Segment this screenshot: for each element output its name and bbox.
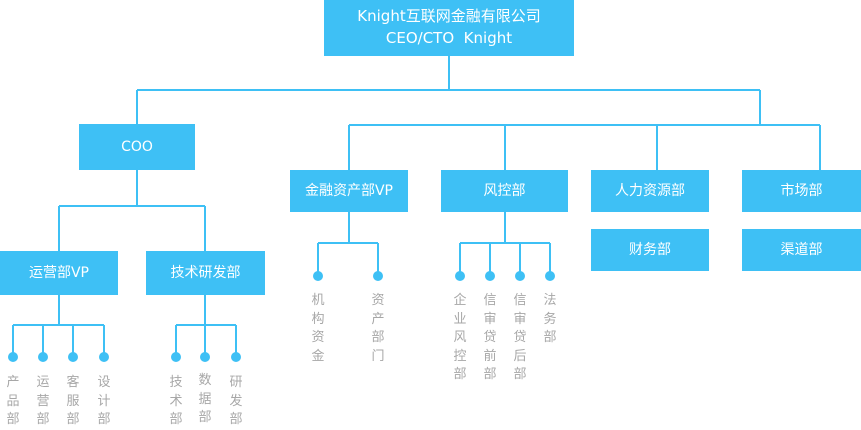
- node-dot: [38, 352, 48, 362]
- company-name: Knight互联网金融有限公司: [357, 7, 541, 26]
- leaf-post-loan-review-dept: 信审贷后部: [513, 293, 527, 382]
- leaf-enterprise-risk-dept: 企业风控部: [453, 293, 467, 382]
- leaf-legal-dept: 法务部: [543, 293, 557, 345]
- channel-box: 渠道部: [742, 229, 861, 271]
- coo-label: COO: [121, 138, 153, 155]
- leaf-data-dept: 数据部: [198, 373, 212, 425]
- ops-vp-label: 运营部VP: [28, 264, 90, 281]
- node-dot: [313, 271, 323, 281]
- ceo-cto-label: CEO/CTO Knight: [385, 29, 513, 47]
- node-dot: [8, 352, 18, 362]
- node-dot: [485, 271, 495, 281]
- finance-dept-box: 财务部: [591, 229, 709, 271]
- tech-dev-box: 技术研发部: [146, 251, 265, 295]
- node-dot: [231, 352, 241, 362]
- node-dot: [68, 352, 78, 362]
- leaf-rnd-dept: 研发部: [229, 375, 243, 427]
- finance-vp-label: 金融资产部VP: [304, 182, 394, 199]
- coo-box: COO: [79, 124, 195, 170]
- leaf-institution-funds: 机构资金: [311, 293, 325, 364]
- risk-control-label: 风控部: [483, 182, 526, 199]
- finance-dept-label: 财务部: [629, 241, 671, 258]
- tech-dev-label: 技术研发部: [170, 264, 241, 281]
- leaf-product-dept: 产品部: [6, 375, 20, 427]
- ops-vp-box: 运营部VP: [0, 251, 118, 295]
- leaf-operations-dept: 运营部: [36, 375, 50, 427]
- channel-label: 渠道部: [780, 241, 823, 258]
- risk-control-box: 风控部: [441, 170, 568, 212]
- node-dot: [171, 352, 181, 362]
- node-dot: [373, 271, 383, 281]
- finance-vp-box: 金融资产部VP: [290, 170, 408, 212]
- leaf-design-dept: 设计部: [97, 375, 111, 427]
- node-dot: [455, 271, 465, 281]
- market-label: 市场部: [780, 182, 823, 199]
- hr-label: 人力资源部: [615, 182, 685, 199]
- leaf-tech-dept: 技术部: [169, 375, 183, 427]
- node-dot: [99, 352, 109, 362]
- leaf-pre-loan-review-dept: 信审贷前部: [483, 293, 497, 382]
- leaf-assets-dept: 资产部门: [371, 293, 385, 364]
- node-dot: [545, 271, 555, 281]
- root-company-box: Knight互联网金融有限公司 CEO/CTO Knight: [324, 0, 574, 56]
- leaf-customer-service-dept: 客服部: [66, 375, 80, 427]
- node-dot: [515, 271, 525, 281]
- market-box: 市场部: [742, 170, 861, 212]
- node-dot: [200, 352, 210, 362]
- hr-box: 人力资源部: [591, 170, 709, 212]
